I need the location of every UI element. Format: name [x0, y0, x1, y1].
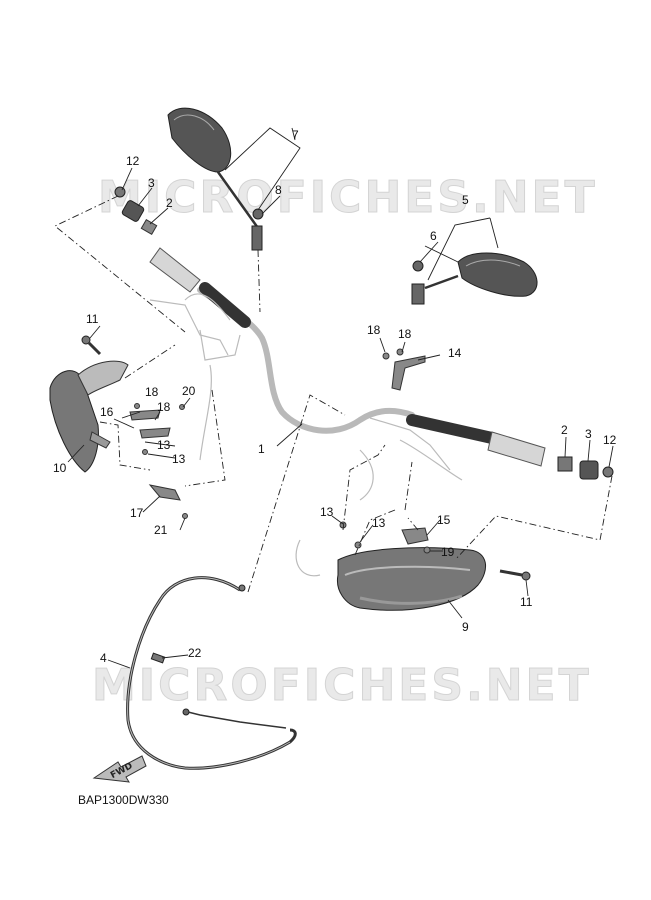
ref-line-left-3 — [99, 421, 151, 471]
brake-lever-assembly — [295, 417, 463, 577]
ref-line-cable — [247, 394, 346, 593]
ref-line-right-4 — [407, 517, 419, 531]
callout-10: 10 — [53, 461, 67, 475]
callout-20: 20 — [182, 384, 196, 398]
callout-13-c: 13 — [320, 505, 334, 519]
callout-17: 17 — [130, 506, 144, 520]
bolt-left — [81, 335, 102, 356]
callout-22: 22 — [188, 646, 202, 660]
clutch-lever-assembly — [149, 293, 241, 461]
callout-21: 21 — [154, 523, 168, 537]
watermark-top: MICROFICHES.NET — [98, 172, 598, 223]
callout-3-right: 3 — [585, 427, 592, 441]
mirror-nut-right — [412, 260, 424, 272]
callout-18-a: 18 — [145, 385, 159, 399]
callout-1: 1 — [258, 442, 265, 456]
callout-15: 15 — [437, 513, 451, 527]
callout-13-a: 13 — [157, 438, 171, 452]
callout-19: 19 — [441, 545, 455, 559]
ref-line-right-3 — [454, 475, 613, 561]
right-grip — [487, 431, 546, 467]
callout-13-d: 13 — [372, 516, 386, 530]
callout-4: 4 — [100, 651, 107, 665]
left-grip — [149, 247, 201, 293]
ref-line-center — [257, 249, 261, 313]
mirror-right — [411, 252, 538, 305]
bolt-right — [499, 569, 531, 581]
callout-12-right: 12 — [603, 433, 617, 447]
callout-18-b: 18 — [157, 400, 171, 414]
leader-lines — [67, 127, 614, 669]
watermark-bottom: MICROFICHES.NET — [92, 660, 592, 711]
cable-clamp-22 — [150, 652, 166, 664]
callout-11-right: 11 — [520, 595, 533, 609]
ref-line-left-2 — [124, 344, 176, 379]
callout-18-c: 18 — [367, 323, 381, 337]
callout-3-left: 3 — [148, 176, 155, 190]
bar-end-weight-right — [579, 460, 599, 480]
callout-labels: 1 2 2 3 3 4 5 6 7 8 9 10 11 11 12 12 13 … — [53, 128, 617, 665]
callout-14: 14 — [448, 346, 462, 360]
callout-6: 6 — [430, 229, 437, 243]
diagram-code: BAP1300DW330 — [78, 793, 169, 807]
callout-2-right: 2 — [561, 423, 568, 437]
hand-guard-right — [336, 547, 486, 611]
mirror-nut-left — [252, 208, 264, 220]
bracket-14 — [382, 348, 426, 391]
callout-11-left: 11 — [86, 312, 99, 326]
callout-13-b: 13 — [172, 452, 186, 466]
callout-12-left: 12 — [126, 154, 140, 168]
bar-end-cap-right — [602, 466, 614, 478]
callout-18-d: 18 — [398, 327, 412, 341]
callout-16: 16 — [100, 405, 114, 419]
ref-line-right-1 — [342, 444, 386, 531]
callout-7: 7 — [292, 128, 299, 142]
forward-arrow-icon: FWD — [92, 755, 147, 783]
callout-9: 9 — [462, 620, 469, 634]
mirror-left — [167, 107, 263, 251]
callout-8: 8 — [275, 183, 282, 197]
callout-5: 5 — [462, 193, 469, 207]
ref-line-left-4 — [184, 389, 226, 487]
ref-line-right-2 — [404, 461, 413, 511]
hand-guard-left — [49, 360, 129, 473]
bar-end-collar-right — [557, 456, 573, 472]
callout-2-left: 2 — [166, 196, 173, 210]
bar-end-cap-left — [114, 186, 126, 198]
screw-13-right-b — [354, 541, 362, 549]
